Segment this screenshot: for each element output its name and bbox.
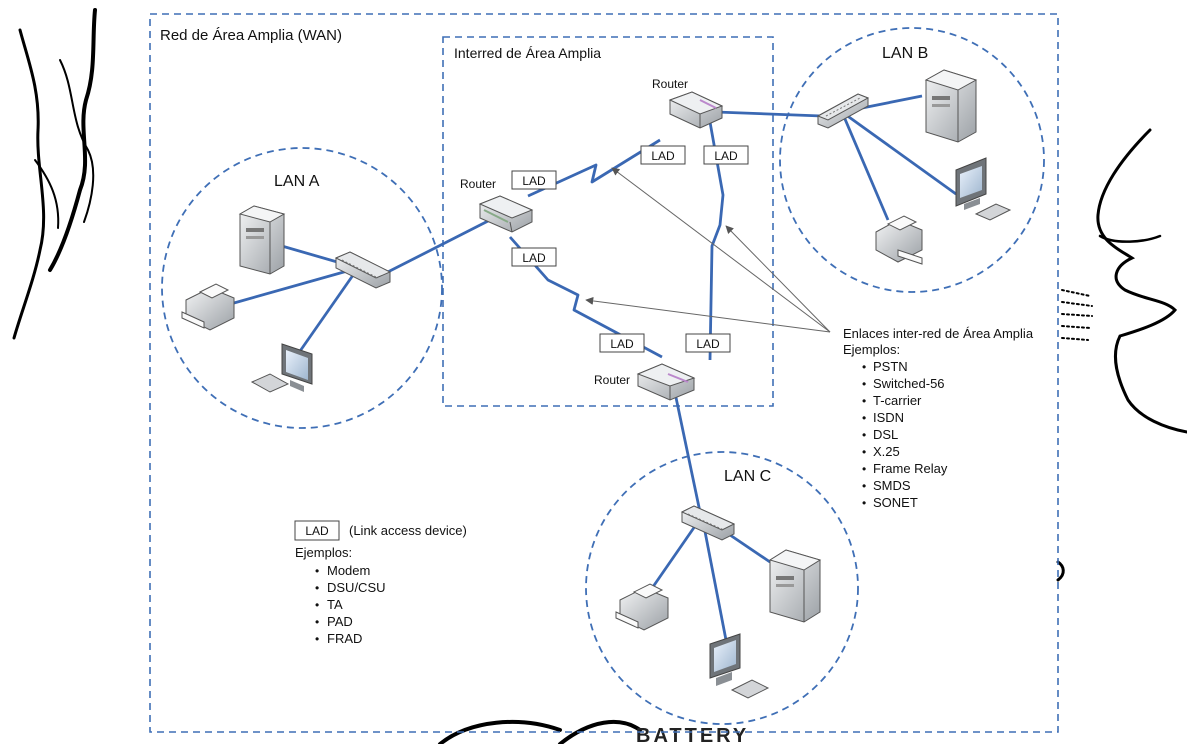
- lad-legend-box-label: LAD: [305, 524, 329, 538]
- list-item: Modem: [327, 563, 370, 578]
- list-bullet: •: [315, 615, 319, 629]
- wan-title: Red de Área Amplia (WAN): [160, 27, 342, 44]
- lad-box: LAD: [599, 333, 645, 353]
- server-icon: [238, 205, 286, 275]
- background-sketch: [12, 8, 1187, 744]
- list-item: FRAD: [327, 631, 362, 646]
- footer-text: BATTERY: [636, 725, 749, 744]
- list-item: PSTN: [873, 359, 908, 374]
- lan-c-boundary: [585, 451, 859, 725]
- list-bullet: •: [315, 564, 319, 578]
- lad-legend-description: (Link access device): [349, 523, 467, 538]
- list-bullet: •: [862, 445, 866, 459]
- list-item: PAD: [327, 614, 353, 629]
- svg-text:LAD: LAD: [610, 337, 634, 351]
- list-item: Switched-56: [873, 376, 945, 391]
- list-bullet: •: [862, 377, 866, 391]
- callout-arrows: [585, 167, 831, 333]
- list-item: Frame Relay: [873, 461, 948, 476]
- list-item: T-carrier: [873, 393, 922, 408]
- list-bullet: •: [862, 496, 866, 510]
- router-label: Router: [652, 77, 688, 91]
- switch-icon: [334, 251, 392, 289]
- printer-icon: [875, 215, 923, 265]
- list-bullet: •: [315, 632, 319, 646]
- router-label: Router: [460, 177, 496, 191]
- lan-b-boundary: [779, 27, 1045, 293]
- list-bullet: •: [862, 394, 866, 408]
- lan-c-label: LAN C: [724, 468, 771, 485]
- server-icon: [768, 549, 822, 623]
- lad-legend-examples: Ejemplos:: [295, 545, 352, 560]
- printer-icon: [181, 283, 235, 331]
- switch-icon: [816, 93, 870, 129]
- list-item: SONET: [873, 495, 918, 510]
- lad-box: LAD: [685, 333, 731, 353]
- switch-icon: [680, 505, 736, 541]
- list-item: SMDS: [873, 478, 911, 493]
- links-callout-examples: Ejemplos:: [843, 342, 900, 357]
- list-item: DSL: [873, 427, 898, 442]
- list-item: ISDN: [873, 410, 904, 425]
- server-icon: [924, 69, 978, 143]
- svg-text:LAD: LAD: [522, 251, 546, 265]
- list-item: DSU/CSU: [327, 580, 386, 595]
- list-bullet: •: [862, 428, 866, 442]
- router-icon: [668, 91, 724, 129]
- list-bullet: •: [315, 598, 319, 612]
- list-bullet: •: [862, 411, 866, 425]
- lan-a-boundary: [161, 147, 443, 429]
- links-callout: Enlaces inter-red de Área Amplia Ejemplo…: [843, 326, 1034, 510]
- internetwork-title: Interred de Área Amplia: [454, 45, 601, 61]
- list-item: X.25: [873, 444, 900, 459]
- lan-b-label: LAN B: [882, 45, 928, 62]
- wan-boundary: [149, 13, 1059, 733]
- svg-text:LAD: LAD: [522, 174, 546, 188]
- router-icon: [478, 195, 534, 233]
- list-bullet: •: [862, 462, 866, 476]
- workstation-icon: [955, 157, 1012, 221]
- list-bullet: •: [315, 581, 319, 595]
- lad-box: LAD: [511, 247, 557, 267]
- workstation-icon: [709, 633, 770, 699]
- lad-legend-list: • Modem • DSU/CSU • TA • PAD • FRAD: [315, 563, 386, 646]
- list-item: TA: [327, 597, 343, 612]
- links-callout-title: Enlaces inter-red de Área Amplia: [843, 326, 1034, 341]
- lad-legend: LAD (Link access device) Ejemplos: • Mode…: [294, 520, 467, 646]
- list-bullet: •: [862, 360, 866, 374]
- workstation-icon: [250, 343, 313, 393]
- lad-box: LAD: [511, 170, 557, 190]
- internetwork-boundary: [442, 36, 774, 407]
- lad-box: LAD: [640, 145, 686, 165]
- lad-box: LAD: [703, 145, 749, 165]
- router-icon: [636, 363, 696, 401]
- lad-legend-box: [294, 520, 340, 541]
- links-callout-list: • PSTN • Switched-56 • T-carrier • ISDN • DSL…: [862, 359, 948, 510]
- router-label: Router: [594, 373, 630, 387]
- svg-text:LAD: LAD: [651, 149, 675, 163]
- list-bullet: •: [862, 479, 866, 493]
- printer-icon: [615, 583, 669, 631]
- svg-text:LAD: LAD: [714, 149, 738, 163]
- svg-text:LAD: LAD: [696, 337, 720, 351]
- lan-a-label: LAN A: [274, 173, 320, 190]
